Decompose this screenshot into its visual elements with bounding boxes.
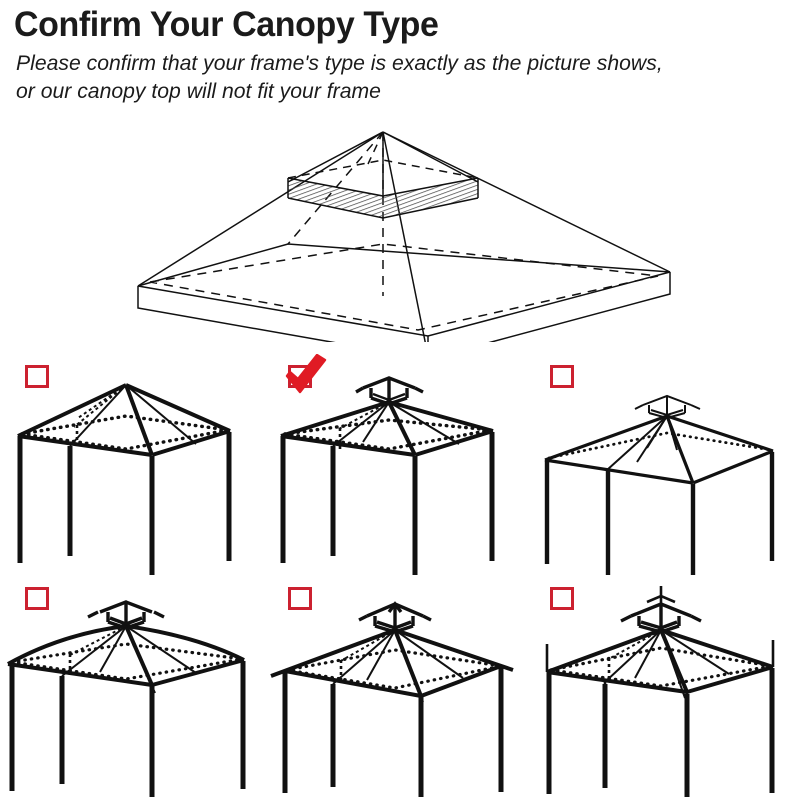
checkbox-option-1[interactable] [25, 365, 49, 388]
canopy-option-6[interactable] [525, 572, 787, 797]
page-title: Confirm Your Canopy Type [14, 5, 439, 44]
upper-roof-edge-left [287, 131, 384, 183]
lower-roof-edge-right [382, 131, 671, 273]
lower-tier-back-edges [137, 243, 671, 287]
upper-roof-hidden-ridge [367, 131, 384, 165]
vent-ring-top-back [287, 159, 479, 179]
page-subtitle: Please confirm that your frame's type is… [16, 49, 777, 105]
canopy-option-2[interactable] [263, 350, 525, 575]
checkbox-option-2[interactable] [288, 365, 312, 388]
gazebo-frame-1-svg [17, 383, 232, 575]
lower-tier-front-edges [137, 271, 671, 337]
canopy-type-options [0, 350, 800, 800]
gazebo-frame-3-svg [544, 394, 775, 575]
canopy-option-5[interactable] [263, 572, 525, 797]
slab-skirt-right [488, 272, 671, 342]
upper-roof-edge-right [382, 131, 479, 183]
gazebo-frame-4-svg [7, 600, 246, 797]
gazebo-frame-6-svg [545, 586, 775, 797]
canopy-top-svg [137, 131, 671, 342]
canopy-option-3[interactable] [525, 350, 787, 575]
subtitle-line-2: or our canopy top will not fit your fram… [16, 79, 381, 103]
canopy-option-1[interactable] [0, 350, 262, 575]
checkbox-option-6[interactable] [550, 587, 574, 610]
canopy-top-illustration [118, 124, 688, 342]
checkbox-option-3[interactable] [550, 365, 574, 388]
subtitle-line-1: Please confirm that your frame's type is… [16, 51, 663, 75]
checkbox-option-5[interactable] [288, 587, 312, 610]
checkbox-option-4[interactable] [25, 587, 49, 610]
canopy-option-4[interactable] [0, 572, 262, 797]
lower-roof-edge-left [137, 131, 384, 287]
slab-skirt-left [137, 286, 429, 342]
vent-ring-bottom-front [287, 197, 479, 219]
gazebo-frame-5-svg [270, 601, 514, 797]
lower-roof-edge-front [382, 131, 426, 342]
gazebo-frame-2-svg [280, 376, 495, 575]
page-header: Confirm Your Canopy Type Please confirm … [14, 4, 789, 105]
